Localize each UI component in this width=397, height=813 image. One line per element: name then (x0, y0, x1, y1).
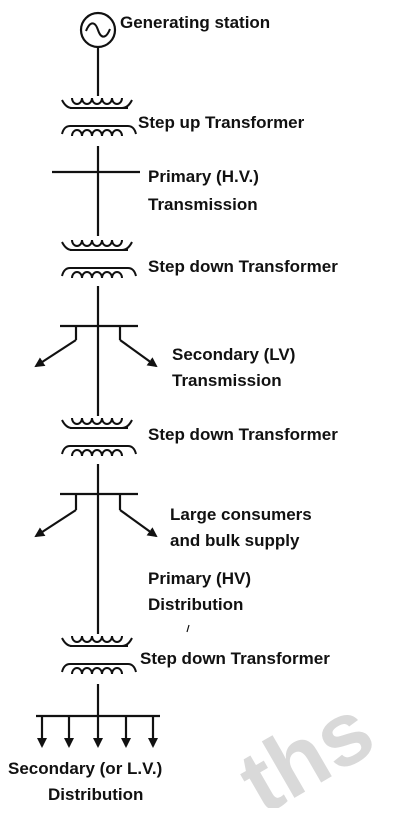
label-primary-distribution-line1: Primary (HV) (148, 569, 251, 588)
label-secondary-transmission-line1: Secondary (LV) (172, 345, 295, 364)
label-secondary-distribution-line2: Distribution (48, 785, 143, 804)
transformer-coil-icon (61, 635, 137, 675)
stray-mark (186, 624, 190, 633)
label-large-consumers-line2: and bulk supply (170, 531, 300, 550)
label-step-down-transformer-3: Step down Transformer (140, 649, 330, 668)
transformer-coil-icon (61, 97, 137, 137)
label-step-down-transformer-1: Step down Transformer (148, 257, 338, 276)
transformer-coil-icon (61, 417, 137, 457)
label-secondary-distribution-line1: Secondary (or L.V.) (8, 759, 162, 778)
label-primary-distribution-line2: Distribution (148, 595, 243, 614)
feeder-arrows (37, 716, 158, 748)
transformer-coil-icon (61, 239, 137, 279)
watermark: ths (223, 679, 390, 808)
label-step-down-transformer-2: Step down Transformer (148, 425, 338, 444)
label-primary-transmission-line1: Primary (H.V.) (148, 167, 259, 186)
label-secondary-transmission-line2: Transmission (172, 371, 282, 390)
label-step-up-transformer: Step up Transformer (138, 113, 305, 132)
label-large-consumers-line1: Large consumers (170, 505, 312, 524)
large-consumers-bus (34, 492, 158, 538)
ac-generator-icon (79, 11, 117, 49)
secondary-transmission-bus (34, 324, 158, 368)
label-primary-transmission-line2: Transmission (148, 195, 258, 214)
label-generating-station: Generating station (120, 13, 270, 32)
